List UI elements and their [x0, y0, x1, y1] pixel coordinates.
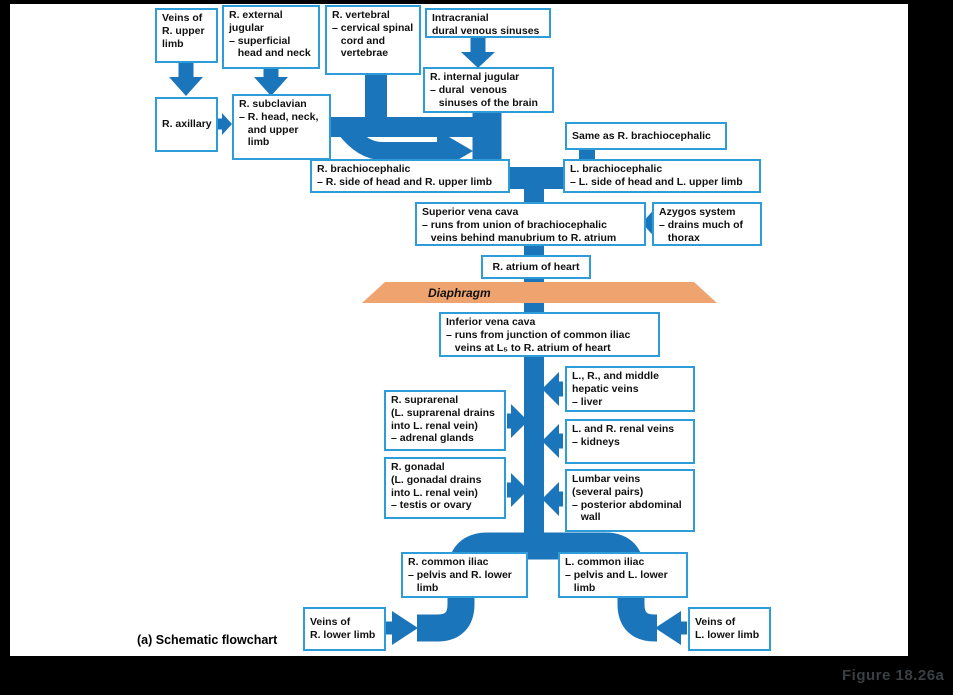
pipe-common-iliac-split: [417, 532, 669, 642]
figure-number-label: Figure 18.26a: [842, 667, 945, 684]
box-intracranial-sinuses-text: Intracranial dural venous sinuses: [432, 12, 540, 37]
box-same-as-r-brachiocephalic-text: Same as R. brachiocephalic: [572, 129, 711, 142]
arrowhead-r-axillary: [222, 113, 232, 135]
box-r-gonadal-text: R. gonadal (L. gonadal drains into L. re…: [391, 461, 482, 512]
arrowhead-r-external-jugular: [254, 77, 288, 96]
box-r-common-iliac-text: R. common iliac – pelvis and R. lower li…: [408, 556, 512, 594]
box-superior-vena-cava-text: Superior vena cava – runs from union of …: [422, 206, 617, 244]
box-l-brachiocephalic-text: L. brachiocephalic – L. side of head and…: [570, 163, 743, 188]
box-r-atrium-of-heart-text: R. atrium of heart: [492, 260, 580, 273]
box-renal-veins-text: L. and R. renal veins – kidneys: [572, 423, 675, 448]
box-inferior-vena-cava-text: Inferior vena cava – runs from junction …: [446, 316, 631, 354]
box-r-vertebral-text: R. vertebral – cervical spinal cord and …: [332, 9, 414, 60]
box-lumbar-veins: Lumbar veins (several pairs) – posterior…: [565, 469, 695, 532]
box-r-external-jugular: R. external jugular – superficial head a…: [222, 5, 320, 69]
box-intracranial-sinuses: Intracranial dural venous sinuses: [425, 8, 551, 38]
arrowhead-hepatic-veins: [542, 372, 559, 406]
box-r-suprarenal-text: R. suprarenal (L. suprarenal drains into…: [391, 394, 495, 445]
box-r-subclavian-text: R. subclavian – R. head, neck, and upper…: [239, 98, 319, 149]
arrowhead-lumbar-veins: [542, 482, 559, 516]
arrowhead-renal-veins: [542, 424, 559, 458]
arrowhead-r-gonadal: [511, 473, 528, 507]
box-azygos-system: Azygos system – drains much of thorax: [652, 202, 762, 246]
box-r-internal-jugular-text: R. internal jugular – dural venous sinus…: [430, 71, 538, 109]
box-hepatic-veins: L., R., and middle hepatic veins – liver: [565, 366, 695, 412]
box-r-atrium-of-heart: R. atrium of heart: [481, 255, 591, 279]
box-veins-r-lower-limb-text: Veins of R. lower limb: [310, 616, 376, 641]
box-same-as-r-brachiocephalic: Same as R. brachiocephalic: [565, 122, 727, 150]
diaphragm-banner: [362, 282, 717, 303]
box-veins-l-lower-limb-text: Veins of L. lower limb: [695, 616, 760, 641]
box-superior-vena-cava: Superior vena cava – runs from union of …: [415, 202, 646, 246]
pipe-subclavian-merge-elbow: [336, 121, 437, 160]
box-r-gonadal: R. gonadal (L. gonadal drains into L. re…: [384, 457, 506, 519]
box-veins-r-upper-limb: Veins of R. upper limb: [155, 8, 218, 63]
box-r-external-jugular-text: R. external jugular – superficial head a…: [229, 9, 311, 60]
box-azygos-system-text: Azygos system – drains much of thorax: [659, 206, 744, 244]
box-l-common-iliac-text: L. common iliac – pelvis and L. lower li…: [565, 556, 668, 594]
arrowhead-veins-l-lower-limb: [655, 611, 681, 645]
box-r-vertebral: R. vertebral – cervical spinal cord and …: [325, 5, 421, 75]
box-r-brachiocephalic-text: R. brachiocephalic – R. side of head and…: [317, 163, 493, 188]
box-r-brachiocephalic: R. brachiocephalic – R. side of head and…: [310, 159, 510, 193]
arrowhead-r-suprarenal: [511, 404, 528, 438]
box-l-common-iliac: L. common iliac – pelvis and L. lower li…: [558, 552, 688, 598]
arrowhead-intracranial-sinuses: [461, 52, 495, 68]
arrowhead-veins-r-upper-limb: [169, 77, 203, 96]
box-r-common-iliac: R. common iliac – pelvis and R. lower li…: [401, 552, 528, 598]
box-veins-l-lower-limb: Veins of L. lower limb: [688, 607, 771, 651]
box-veins-r-upper-limb-text: Veins of R. upper limb: [162, 12, 205, 50]
box-r-subclavian: R. subclavian – R. head, neck, and upper…: [232, 94, 331, 160]
box-r-suprarenal: R. suprarenal (L. suprarenal drains into…: [384, 390, 506, 451]
box-hepatic-veins-text: L., R., and middle hepatic veins – liver: [572, 370, 659, 408]
box-r-axillary-text: R. axillary: [162, 118, 212, 131]
box-l-brachiocephalic: L. brachiocephalic – L. side of head and…: [563, 159, 761, 193]
caption-schematic-flowchart: (a) Schematic flowchart: [137, 633, 278, 647]
box-inferior-vena-cava: Inferior vena cava – runs from junction …: [439, 312, 660, 357]
box-r-axillary: R. axillary: [155, 97, 218, 152]
diaphragm-label: Diaphragm: [428, 286, 491, 300]
box-renal-veins: L. and R. renal veins – kidneys: [565, 419, 695, 464]
box-veins-r-lower-limb: Veins of R. lower limb: [303, 607, 386, 651]
box-lumbar-veins-text: Lumbar veins (several pairs) – posterior…: [572, 473, 682, 524]
box-r-internal-jugular: R. internal jugular – dural venous sinus…: [423, 67, 554, 113]
arrowhead-veins-r-lower-limb: [392, 611, 418, 645]
